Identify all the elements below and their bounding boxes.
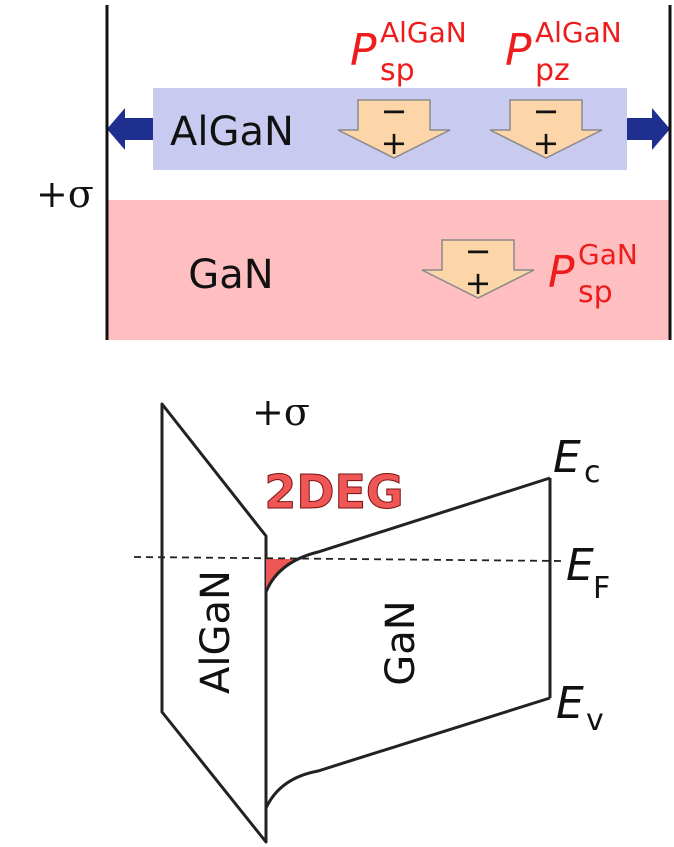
ev-label: E v <box>556 678 604 738</box>
conduction-band <box>264 476 551 593</box>
algan-layer-label: AlGaN <box>170 109 294 155</box>
ec-label: E c <box>553 432 601 490</box>
algan-region-label: AlGaN <box>193 570 239 694</box>
dipole-minus: − <box>465 232 492 270</box>
dipole-minus: − <box>533 92 560 130</box>
p-pz-algan-label: P pz AlGaN <box>505 16 622 88</box>
algan-barrier-panel <box>160 402 268 844</box>
p-sp-gan-label: P sp GaN <box>548 238 638 310</box>
gan-layer <box>107 200 670 340</box>
gan-region-label: GaN <box>378 600 424 685</box>
gan-layer-label: GaN <box>188 252 273 298</box>
dipole-plus: + <box>465 264 492 302</box>
2deg-label: 2DEG <box>264 465 403 519</box>
interface-charge: +σ <box>252 390 310 434</box>
left-arrow-icon <box>107 108 153 150</box>
fermi-level-line <box>133 556 563 562</box>
ef-label: E F <box>566 540 610 606</box>
dipole-sp-gan: − + <box>421 232 535 302</box>
dipole-pz-algan: − + <box>489 92 603 162</box>
2deg-well <box>266 559 301 590</box>
dipole-minus: − <box>381 92 408 130</box>
valence-band <box>264 696 551 809</box>
dipole-plus: + <box>533 124 560 162</box>
right-arrow-icon <box>627 108 670 150</box>
dipole-plus: + <box>381 124 408 162</box>
dipole-sp-algan: − + <box>337 92 451 162</box>
p-sp-algan-label: P sp AlGaN <box>350 16 467 88</box>
band-diagram: +σ 2DEG AlGaN GaN E c E F E v <box>133 390 610 844</box>
top-surface-charge: +σ <box>36 172 94 216</box>
